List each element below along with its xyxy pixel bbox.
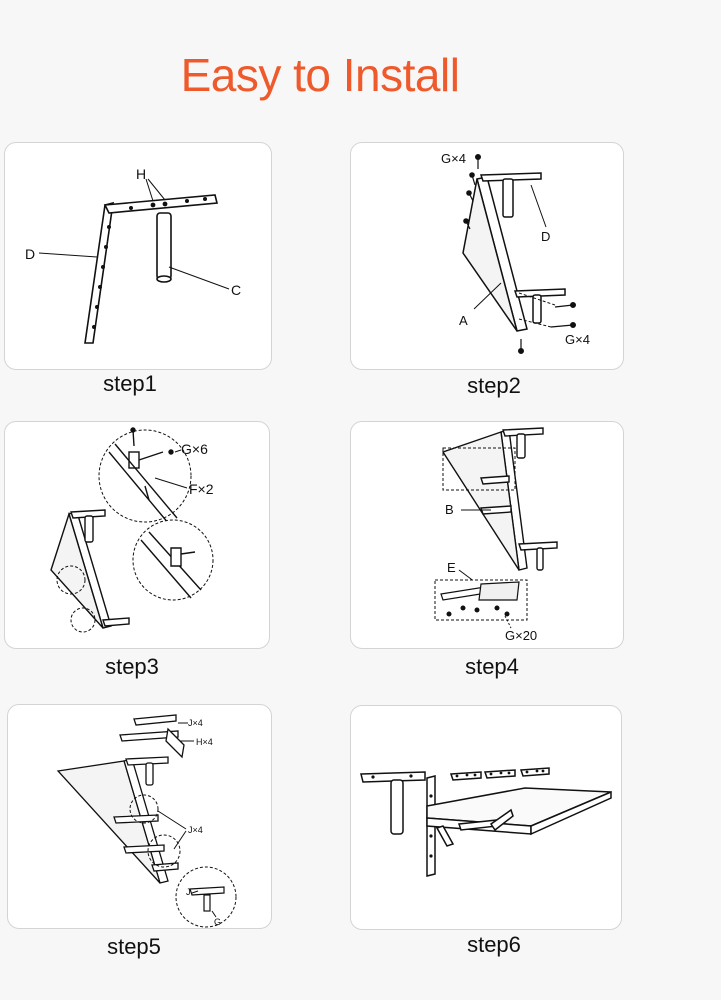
step1-callout-d: D [25,246,35,262]
step2-callout-d: D [541,229,550,244]
step3-diagram: G×6 F×2 [50,427,214,633]
step2-callout-g-top: G×4 [441,151,466,166]
step6-label: step6 [467,932,521,957]
step5-callout-j: J [186,887,191,897]
step4-callout-g: G×20 [505,628,537,643]
step5-diagram: J×4 H×4 J×4 J G [56,714,237,928]
step2-callout-g-bottom: G×4 [565,332,590,347]
step5-panel: J×4 H×4 J×4 J G [7,704,272,929]
step5-callout-j-mid: J×4 [188,825,203,835]
step3-callout-f: F×2 [189,481,214,497]
step6-diagram [360,767,612,877]
step2-panel: G×4 D A G×4 [350,142,624,370]
step4-panel: B E G×20 [350,421,624,649]
step3-callout-g: G×6 [181,441,208,457]
step3-detail-circle-small [56,565,86,595]
step2-callout-a: A [459,313,468,328]
step5-label: step5 [107,934,161,959]
step1-panel: H D C [4,142,272,370]
step4-label: step4 [465,654,519,679]
step5-callout-h: H×4 [196,737,213,747]
step2-diagram: G×4 D A G×4 [441,151,590,355]
step1-callout-h: H [136,166,146,182]
step5-detail-circle-mid [129,794,159,824]
step4-callout-e: E [447,560,456,575]
step2-label: step2 [467,373,521,398]
step1-callout-c: C [231,282,241,298]
step3-label: step3 [105,654,159,679]
step1-label: step1 [103,371,157,396]
step5-callout-j-top: J×4 [188,718,203,728]
step1-diagram: H D C [25,166,241,344]
page-title: Easy to Install [180,49,460,101]
step4-detail-box-top [442,447,516,491]
step6-panel [350,705,622,930]
step3-panel: G×6 F×2 [4,421,270,649]
step4-diagram: B E G×20 [434,427,558,643]
step5-callout-g: G [214,917,221,927]
step4-callout-b: B [445,502,454,517]
